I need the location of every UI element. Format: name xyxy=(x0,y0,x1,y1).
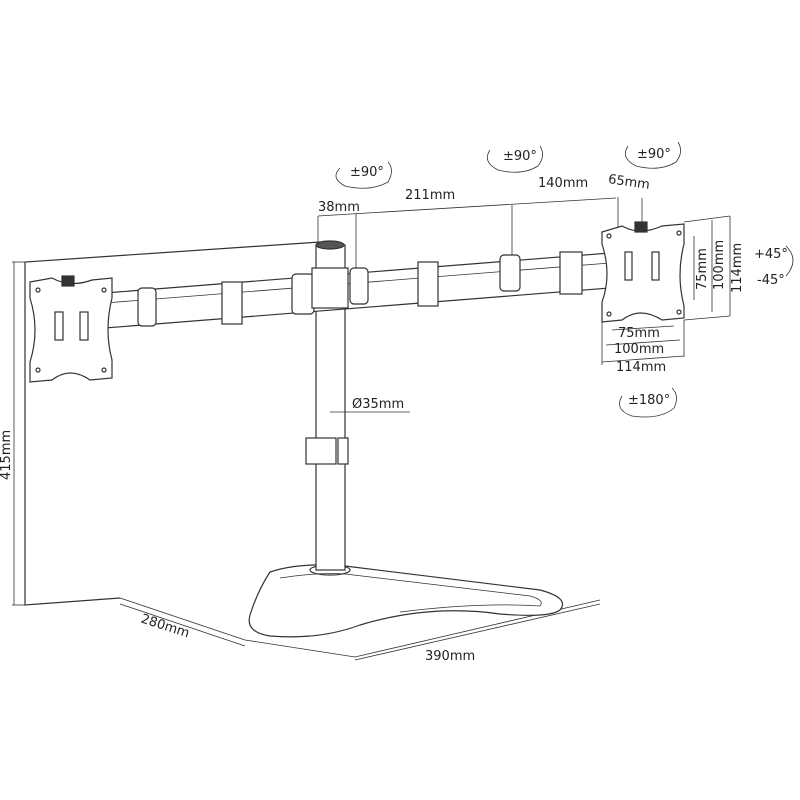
pole-offset-label: 38mm xyxy=(318,200,360,215)
right-vesa-plate xyxy=(601,221,685,323)
swivel-label: ±180° xyxy=(628,393,671,408)
vesa-horizontal-75-label: 75mm xyxy=(618,326,660,341)
total-height-label: 415mm xyxy=(0,429,14,480)
arm-segment-1-label: 211mm xyxy=(405,188,456,203)
plate-width-label: 114mm xyxy=(616,360,667,375)
dimension-lines xyxy=(317,141,794,418)
arm-segment-2-label: 140mm xyxy=(538,176,589,191)
arm xyxy=(104,251,611,329)
base-width-label: 390mm xyxy=(425,649,476,664)
vesa-vertical-75-label: 75mm xyxy=(695,248,710,290)
pole-diameter-label: Ø35mm xyxy=(352,397,405,412)
left-arm-rotation-label: ±90° xyxy=(350,165,384,180)
vesa-vertical-100-label: 100mm xyxy=(712,239,727,290)
tilt-down-label: -45° xyxy=(757,273,785,288)
reference-planes xyxy=(12,241,601,661)
vesa-horizontal-100-label: 100mm xyxy=(614,342,665,357)
left-vesa-plate xyxy=(29,275,113,383)
head-rotation-label: ±90° xyxy=(637,147,671,162)
plate-height-label: 114mm xyxy=(730,242,745,293)
tilt-up-label: +45° xyxy=(754,247,788,262)
base xyxy=(248,564,564,638)
middle-arm-rotation-label: ±90° xyxy=(503,149,537,164)
